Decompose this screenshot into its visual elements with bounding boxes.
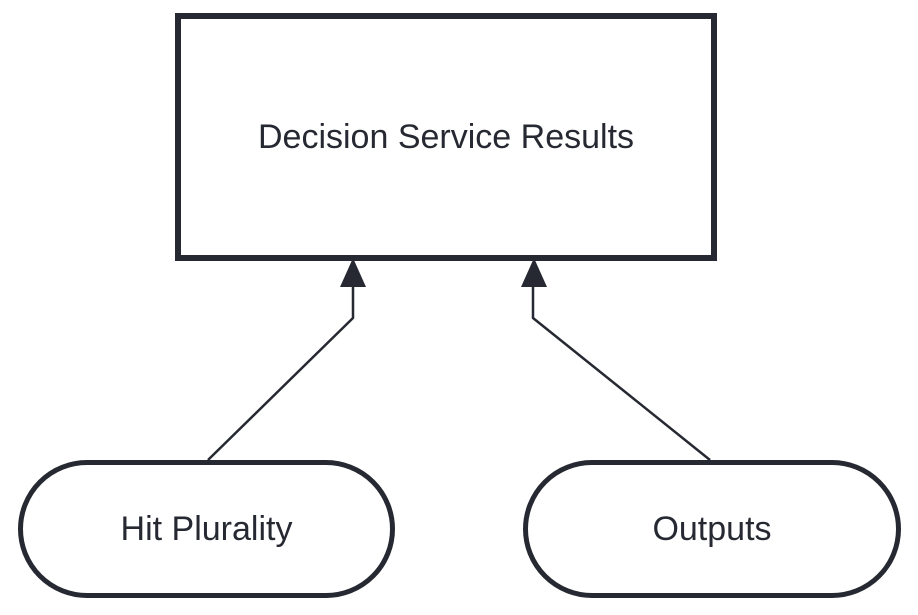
connector-outputs: [521, 258, 711, 461]
arrowhead-up-icon: [521, 258, 547, 287]
node-decision-service-results[interactable]: Decision Service Results: [175, 13, 717, 261]
connector-hit-plurality-line: [207, 285, 355, 461]
node-hit-plurality-label: Hit Plurality: [120, 509, 293, 548]
node-decision-service-results-label: Decision Service Results: [257, 117, 635, 156]
node-hit-plurality[interactable]: Hit Plurality: [18, 460, 395, 598]
connector-outputs-line: [531, 285, 711, 461]
node-outputs[interactable]: Outputs: [523, 460, 901, 598]
arrowhead-up-icon: [340, 258, 366, 287]
node-outputs-label: Outputs: [652, 509, 772, 548]
connector-hit-plurality: [207, 258, 366, 461]
